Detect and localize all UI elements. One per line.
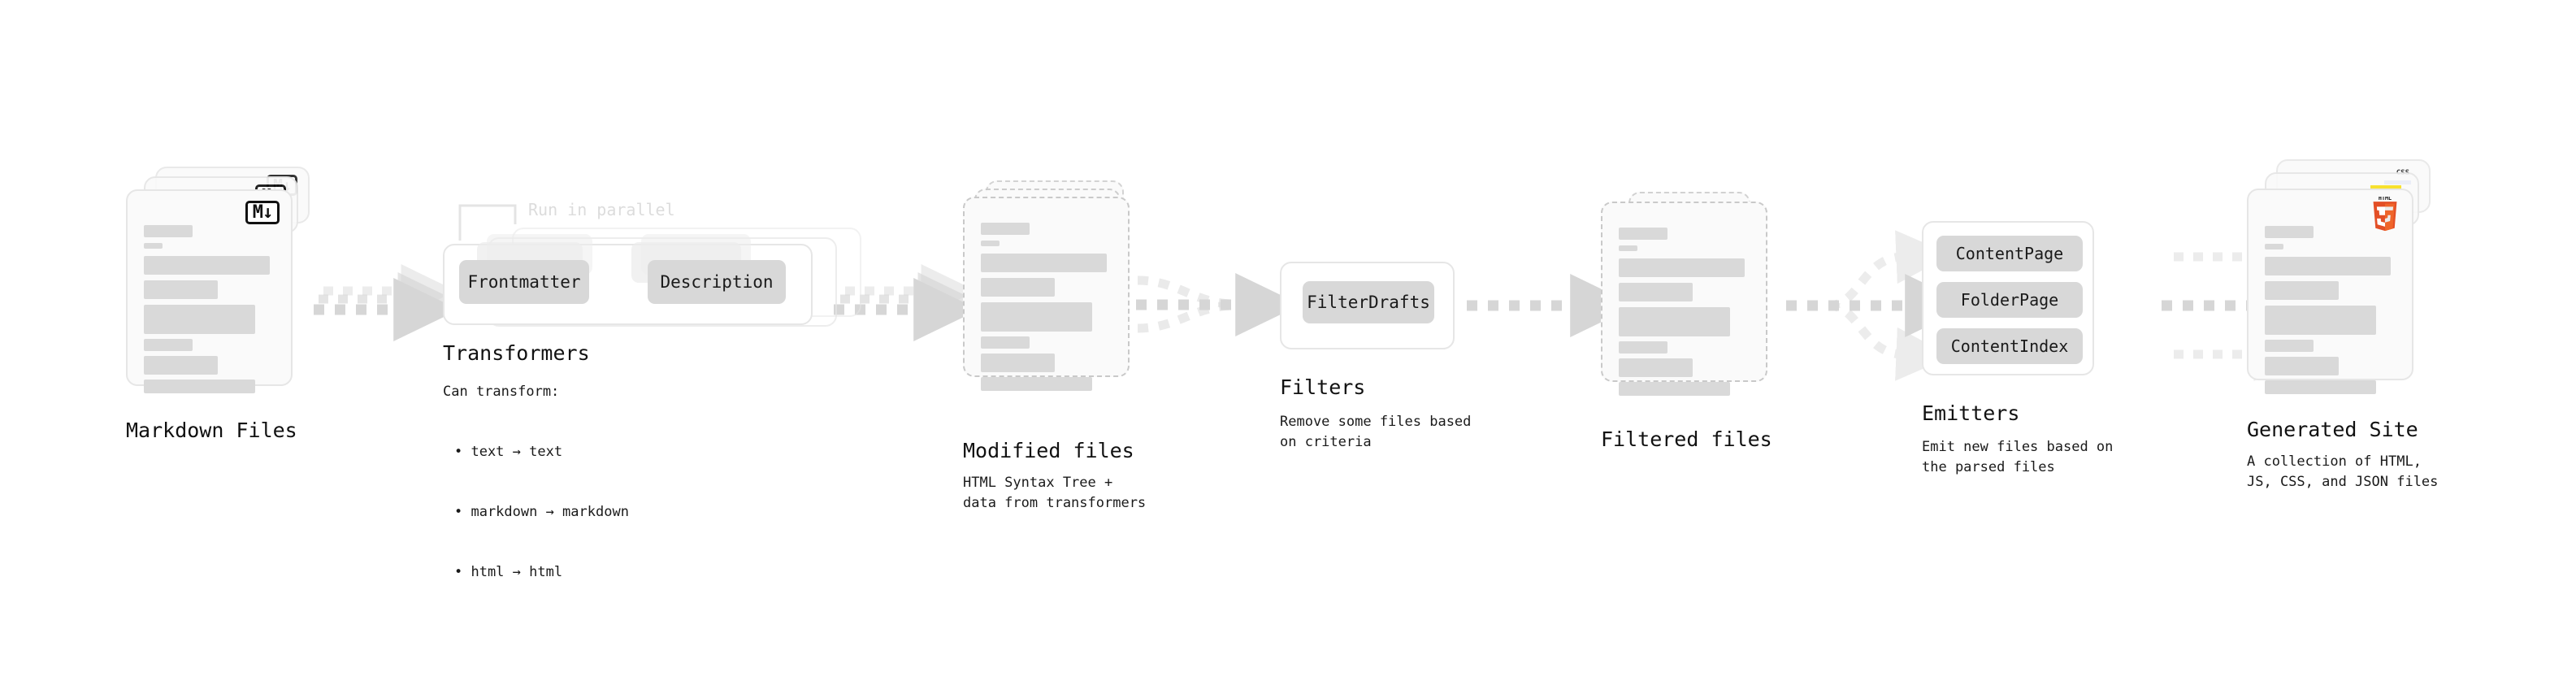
skeleton-line — [2265, 257, 2391, 275]
skeleton-line — [1619, 341, 1667, 354]
page-title: Generated Site — [2247, 418, 2418, 441]
skeleton-line — [2265, 306, 2376, 335]
modified-card-front — [963, 197, 1130, 391]
list-item: • html → html — [454, 564, 563, 581]
page-title: Emitters — [1922, 401, 2020, 425]
skeleton-line — [144, 339, 193, 351]
stage-markdown-files: M↓ M↓ M↓ Markdown Files — [126, 167, 317, 442]
skeleton-line — [981, 223, 1030, 235]
page-title: Filters — [1280, 375, 1366, 399]
skeleton-line — [2265, 244, 2283, 249]
markdown-card-front: M↓ — [126, 189, 293, 393]
site-card-stack: CSS HTML — [2247, 159, 2442, 403]
skeleton-line — [2265, 226, 2314, 238]
skeleton-line — [1619, 358, 1693, 377]
page-title: Transformers — [443, 341, 590, 365]
list-item: • text → text — [454, 444, 563, 461]
modified-files-description: HTML Syntax Tree + data from transformer… — [963, 475, 1147, 511]
page-title: Markdown Files — [126, 419, 297, 442]
skeleton-line — [144, 256, 270, 275]
skeleton-line — [981, 278, 1055, 297]
filters-description: Remove some files based on criteria — [1280, 414, 1472, 450]
filtered-card-stack — [1601, 192, 1788, 419]
emitter-chip-contentindex[interactable]: ContentIndex — [1936, 328, 2083, 364]
skeleton-line — [2265, 340, 2314, 352]
html5-icon: HTML — [2373, 197, 2397, 232]
transformers-box-front: Frontmatter Description — [443, 234, 813, 325]
transformers-bullet-list: • text → text • markdown → markdown • ht… — [454, 402, 629, 622]
skeleton-line — [144, 380, 255, 393]
filter-chip-filterdrafts[interactable]: FilterDrafts — [1303, 281, 1434, 323]
run-in-parallel-note: Run in parallel — [528, 200, 675, 219]
skeleton-line — [2265, 380, 2376, 394]
skeleton-line — [1619, 228, 1667, 240]
emitter-chip-contentpage[interactable]: ContentPage — [1936, 236, 2083, 271]
modified-card-stack — [963, 180, 1150, 416]
transformer-chip-frontmatter[interactable]: Frontmatter — [459, 260, 589, 304]
svg-text:HTML: HTML — [2379, 197, 2392, 202]
skeleton-line — [1619, 258, 1745, 277]
skeleton-line — [981, 377, 1092, 391]
generated-site-description: A collection of HTML, JS, CSS, and JSON … — [2247, 453, 2439, 490]
skeleton-line — [144, 225, 193, 237]
skeleton-line — [1619, 283, 1693, 301]
markdown-card-stack: M↓ M↓ M↓ — [126, 167, 317, 419]
arrow-filtered-to-emitters — [1786, 230, 1971, 381]
skeleton-line — [981, 354, 1055, 372]
arrow-modified-to-filters — [1136, 273, 1301, 336]
stage-generated-site: CSS HTML — [2247, 159, 2442, 490]
skeleton-line — [144, 243, 163, 249]
arrow-markdown-to-transformers — [314, 264, 459, 341]
filtered-card-front — [1601, 202, 1767, 396]
skeleton-line — [1619, 382, 1730, 396]
skeleton-line — [1619, 245, 1637, 251]
list-item: • markdown → markdown — [454, 504, 629, 521]
transformers-description: Can transform: — [443, 384, 560, 400]
skeleton-line — [981, 254, 1107, 272]
skeleton-line — [2265, 281, 2339, 300]
markdown-badge: M↓ — [245, 201, 280, 224]
skeleton-line — [144, 305, 255, 334]
skeleton-line — [144, 356, 218, 375]
stage-modified-files: Modified files HTML Syntax Tree + data f… — [963, 180, 1150, 511]
transformer-chip-description[interactable]: Description — [648, 260, 786, 304]
emitter-chip-folderpage[interactable]: FolderPage — [1936, 282, 2083, 318]
skeleton-line — [981, 241, 1000, 246]
stage-filtered-files: Filtered files — [1601, 192, 1788, 451]
emitters-box: ContentPage FolderPage ContentIndex — [1922, 221, 2094, 375]
emitters-description: Emit new files based on the parsed files — [1922, 439, 2114, 475]
skeleton-line — [2265, 357, 2339, 375]
skeleton-line — [144, 280, 218, 299]
page-title: Modified files — [963, 439, 1134, 462]
skeleton-line — [1619, 307, 1730, 336]
site-card-front: HTML — [2247, 189, 2413, 394]
skeleton-line — [981, 302, 1092, 332]
skeleton-line — [981, 336, 1030, 349]
page-title: Filtered files — [1601, 427, 1772, 451]
filters-box: FilterDrafts — [1280, 262, 1455, 349]
